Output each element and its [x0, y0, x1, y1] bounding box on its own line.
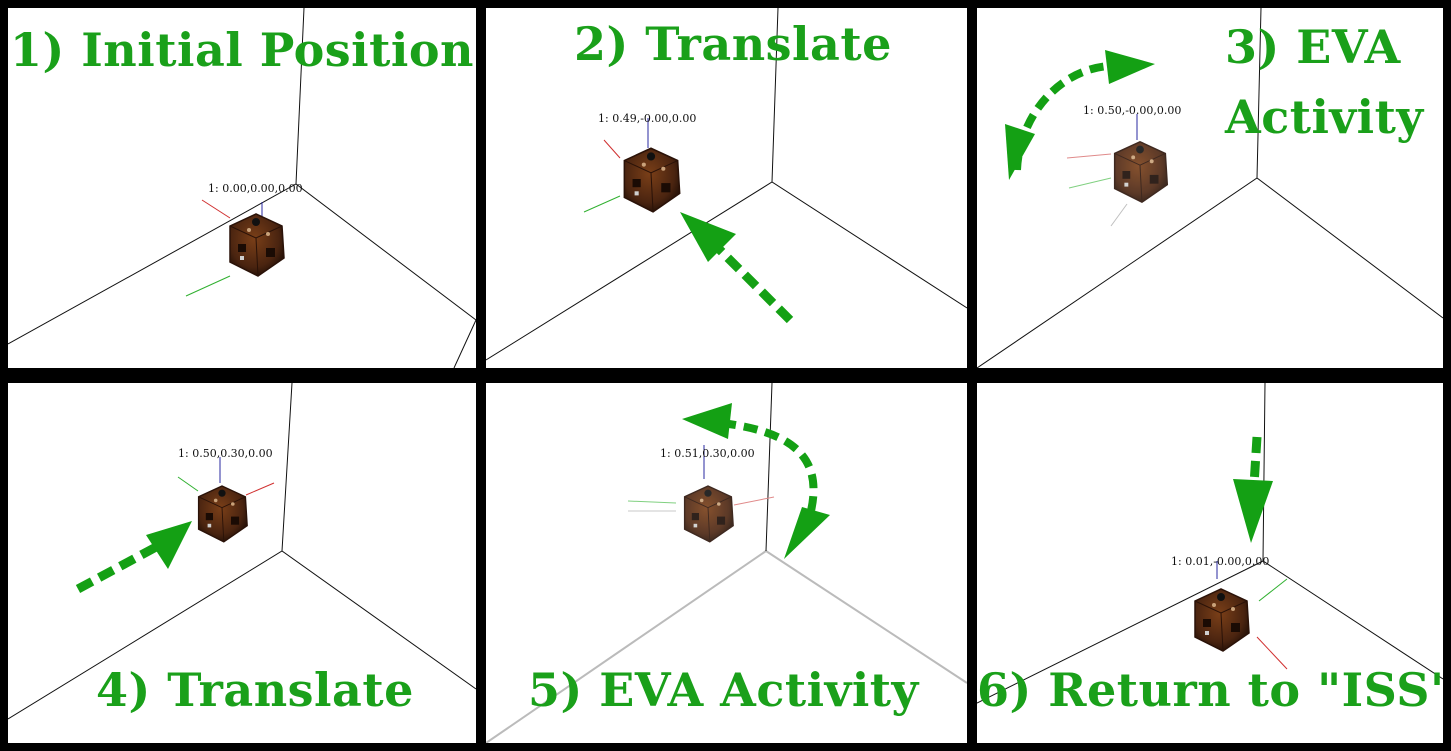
coordinate-label: 1: 0.50,-0.00,0.00 [1083, 104, 1181, 117]
panel-3-eva-activity: 1: 0.50,-0.00,0.00 3) EVA Activity [977, 8, 1443, 368]
panel-title: 6) Return to "ISS" [977, 663, 1443, 717]
dashed-arrow-icon [682, 403, 830, 559]
panel-6-return-to-iss: 1: 0.01,-0.00,0.00 6) Return to "ISS" [977, 383, 1443, 743]
axis-x [603, 139, 621, 159]
panel-title: 5) EVA Activity [528, 663, 919, 717]
floor-lines [977, 383, 1443, 704]
dashed-arrow-icon [680, 212, 794, 324]
robot-icon [197, 485, 248, 543]
axis-y [627, 500, 677, 504]
axis-y [583, 195, 621, 213]
scene-6: 1: 0.01,-0.00,0.00 [977, 383, 1443, 704]
robot-icon [1113, 141, 1169, 203]
panel-4-translate: 1: 0.50,0.30,0.00 4) Translate [8, 383, 476, 743]
floor-lines [977, 8, 1443, 368]
scene-1: 1: 0.00,0.00,0.00 [8, 8, 476, 368]
coordinate-label: 1: 0.51,0.30,0.00 [660, 447, 755, 460]
axis-x [201, 199, 231, 219]
axis-y [185, 275, 231, 297]
dashed-arrow-icon [1233, 436, 1273, 543]
coordinate-label: 1: 0.01,-0.00,0.00 [1171, 555, 1269, 568]
floor-lines [8, 383, 476, 720]
axis-x [1066, 153, 1112, 159]
floor-vertical [765, 383, 773, 552]
panel-title: 1) Initial Position [10, 23, 474, 77]
floor-lines [8, 8, 476, 368]
scene-4: 1: 0.50,0.30,0.00 [8, 383, 476, 720]
axis-x [245, 482, 275, 496]
coordinate-label: 1: 0.50,0.30,0.00 [178, 447, 273, 460]
panel-title-line-1: 3) EVA [1225, 20, 1401, 74]
panel-title-line-2: Activity [1225, 90, 1424, 144]
axis-y [1068, 177, 1112, 189]
scene-5: 1: 0.51,0.30,0.00 [486, 383, 967, 743]
dashed-arrow-icon [75, 521, 192, 593]
scene-3: 1: 0.50,-0.00,0.00 [977, 8, 1443, 368]
panel-title: 2) Translate [574, 17, 892, 71]
robot-icon [623, 147, 681, 213]
floor-lines [486, 8, 967, 361]
dashed-arrow-icon [1005, 50, 1155, 180]
axis-x [733, 496, 775, 506]
panel-2-translate: 1: 0.49,-0.00,0.00 2) Translate [486, 8, 967, 368]
robot-icon [1194, 588, 1250, 652]
robot-icon [229, 213, 285, 277]
coordinate-label: 1: 0.49,-0.00,0.00 [598, 112, 696, 125]
axis-x [1256, 636, 1288, 670]
axis-y [1258, 578, 1288, 602]
panel-5-eva-activity: 1: 0.51,0.30,0.00 5) EVA Activity [486, 383, 967, 743]
panel-1-initial-position: 1: 0.00,0.00,0.00 1) Initial Position [8, 8, 476, 368]
scene-2: 1: 0.49,-0.00,0.00 [486, 8, 967, 361]
panel-title: 4) Translate [96, 663, 414, 717]
axis-y [177, 476, 199, 492]
robot-icon [683, 485, 734, 543]
axis-ghost [1110, 203, 1128, 227]
coordinate-label: 1: 0.00,0.00,0.00 [208, 182, 303, 195]
